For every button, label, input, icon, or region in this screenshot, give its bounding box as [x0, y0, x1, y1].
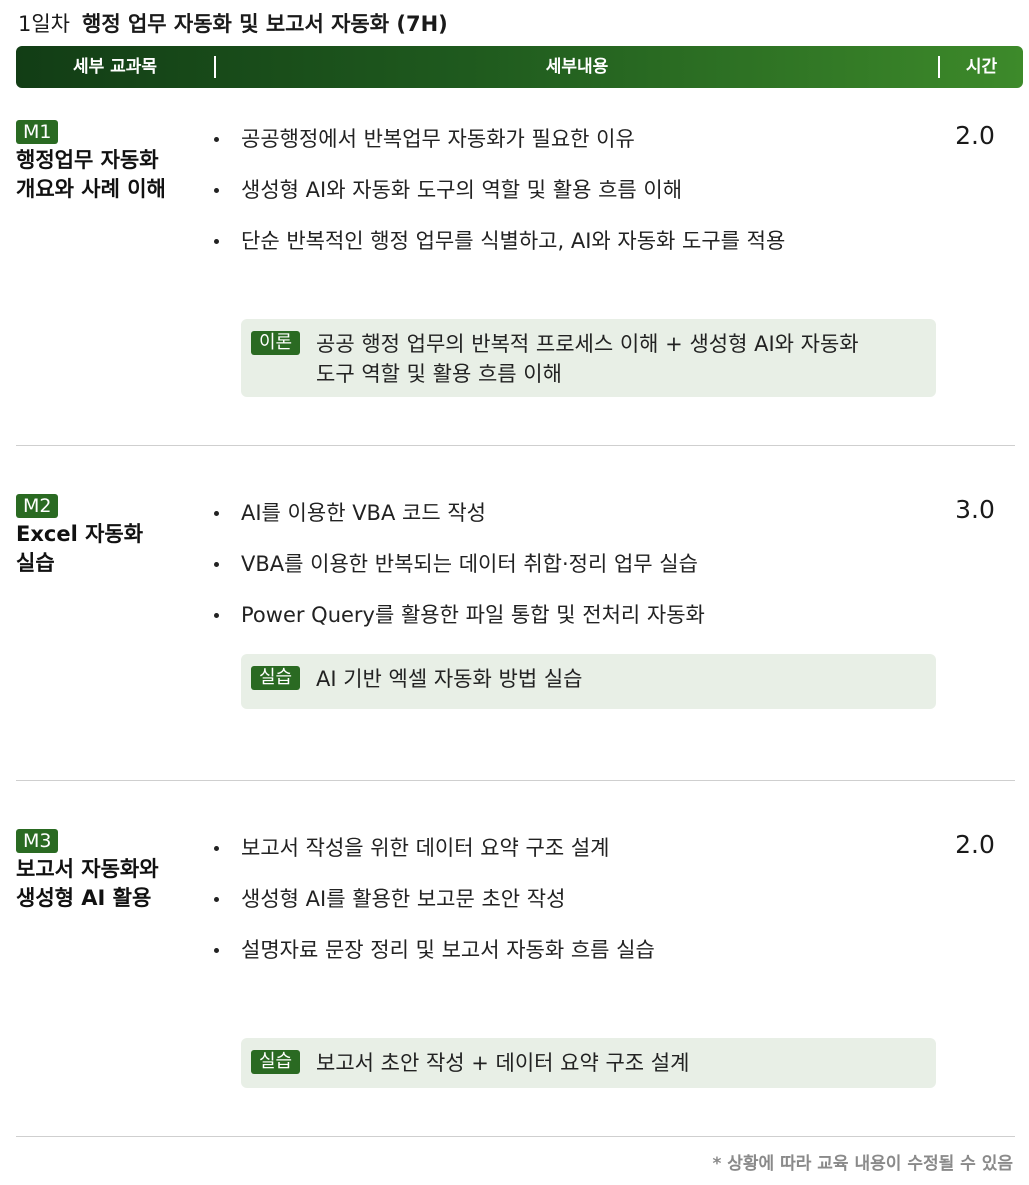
- note-line: 도구 역할 및 활용 흐름 이해: [316, 362, 562, 386]
- content-list: 공공행정에서 반복업무 자동화가 필요한 이유 생성형 AI와 자동화 도구의 …: [212, 126, 785, 279]
- module-hours: 2.0: [955, 121, 995, 150]
- module-badge: M2: [16, 494, 59, 518]
- module-title-line: 생성형 AI 활용: [16, 886, 152, 910]
- course-title: 행정 업무 자동화 및 보고서 자동화 (7H): [82, 12, 448, 36]
- module-title-line: 보고서 자동화와: [16, 857, 159, 881]
- module-title-line: Excel 자동화: [16, 522, 144, 546]
- section-divider: [16, 780, 1015, 781]
- module-badge: M1: [16, 120, 59, 144]
- day-label: 1일차: [18, 12, 71, 36]
- module-title: 행정업무 자동화 개요와 사례 이해: [16, 146, 196, 204]
- list-item: AI를 이용한 VBA 코드 작성: [212, 500, 705, 551]
- header-divider: [938, 56, 940, 78]
- module-hours: 2.0: [955, 830, 995, 859]
- list-item: 보고서 작성을 위한 데이터 요약 구조 설계: [212, 835, 655, 886]
- module-badge: M3: [16, 829, 59, 853]
- list-item: 생성형 AI를 활용한 보고문 초안 작성: [212, 886, 655, 937]
- summary-note: 실습 AI 기반 엑셀 자동화 방법 실습: [241, 654, 936, 709]
- header-content: 세부내용: [545, 57, 609, 77]
- note-line: AI 기반 엑셀 자동화 방법 실습: [316, 667, 583, 691]
- practice-tag: 실습: [251, 1050, 301, 1074]
- header-hours: 시간: [965, 57, 998, 77]
- footnote: * 상황에 따라 교육 내용이 수정될 수 있음: [712, 1154, 1013, 1174]
- list-item: 생성형 AI와 자동화 도구의 역할 및 활용 흐름 이해: [212, 177, 785, 228]
- note-line: 공공 행정 업무의 반복적 프로세스 이해 + 생성형 AI와 자동화: [316, 332, 859, 356]
- content-list: AI를 이용한 VBA 코드 작성 VBA를 이용한 반복되는 데이터 취합·정…: [212, 500, 705, 653]
- table-header: 세부 교과목 세부내용 시간: [16, 46, 1023, 88]
- module-title-line: 행정업무 자동화: [16, 148, 159, 172]
- list-item: 공공행정에서 반복업무 자동화가 필요한 이유: [212, 126, 785, 177]
- module-title-line: 실습: [16, 551, 55, 575]
- list-item: 설명자료 문장 정리 및 보고서 자동화 흐름 실습: [212, 937, 655, 988]
- module-title-line: 개요와 사례 이해: [16, 177, 166, 201]
- practice-tag: 실습: [251, 666, 301, 690]
- section-divider: [16, 445, 1015, 446]
- section-divider: [16, 1136, 1015, 1137]
- summary-note: 이론 공공 행정 업무의 반복적 프로세스 이해 + 생성형 AI와 자동화 도…: [241, 319, 936, 397]
- list-item: 단순 반복적인 행정 업무를 식별하고, AI와 자동화 도구를 적용: [212, 228, 785, 279]
- content-list: 보고서 작성을 위한 데이터 요약 구조 설계 생성형 AI를 활용한 보고문 …: [212, 835, 655, 988]
- page-title: 1일차 행정 업무 자동화 및 보고서 자동화 (7H): [18, 10, 448, 38]
- module-title: Excel 자동화 실습: [16, 520, 196, 578]
- module-title: 보고서 자동화와 생성형 AI 활용: [16, 855, 196, 913]
- list-item: Power Query를 활용한 파일 통합 및 전처리 자동화: [212, 602, 705, 653]
- list-item: VBA를 이용한 반복되는 데이터 취합·정리 업무 실습: [212, 551, 705, 602]
- theory-tag: 이론: [251, 331, 301, 355]
- note-line: 보고서 초안 작성 + 데이터 요약 구조 설계: [316, 1051, 690, 1075]
- header-divider: [214, 56, 216, 78]
- module-hours: 3.0: [955, 495, 995, 524]
- summary-note: 실습 보고서 초안 작성 + 데이터 요약 구조 설계: [241, 1038, 936, 1088]
- header-subject: 세부 교과목: [72, 57, 158, 77]
